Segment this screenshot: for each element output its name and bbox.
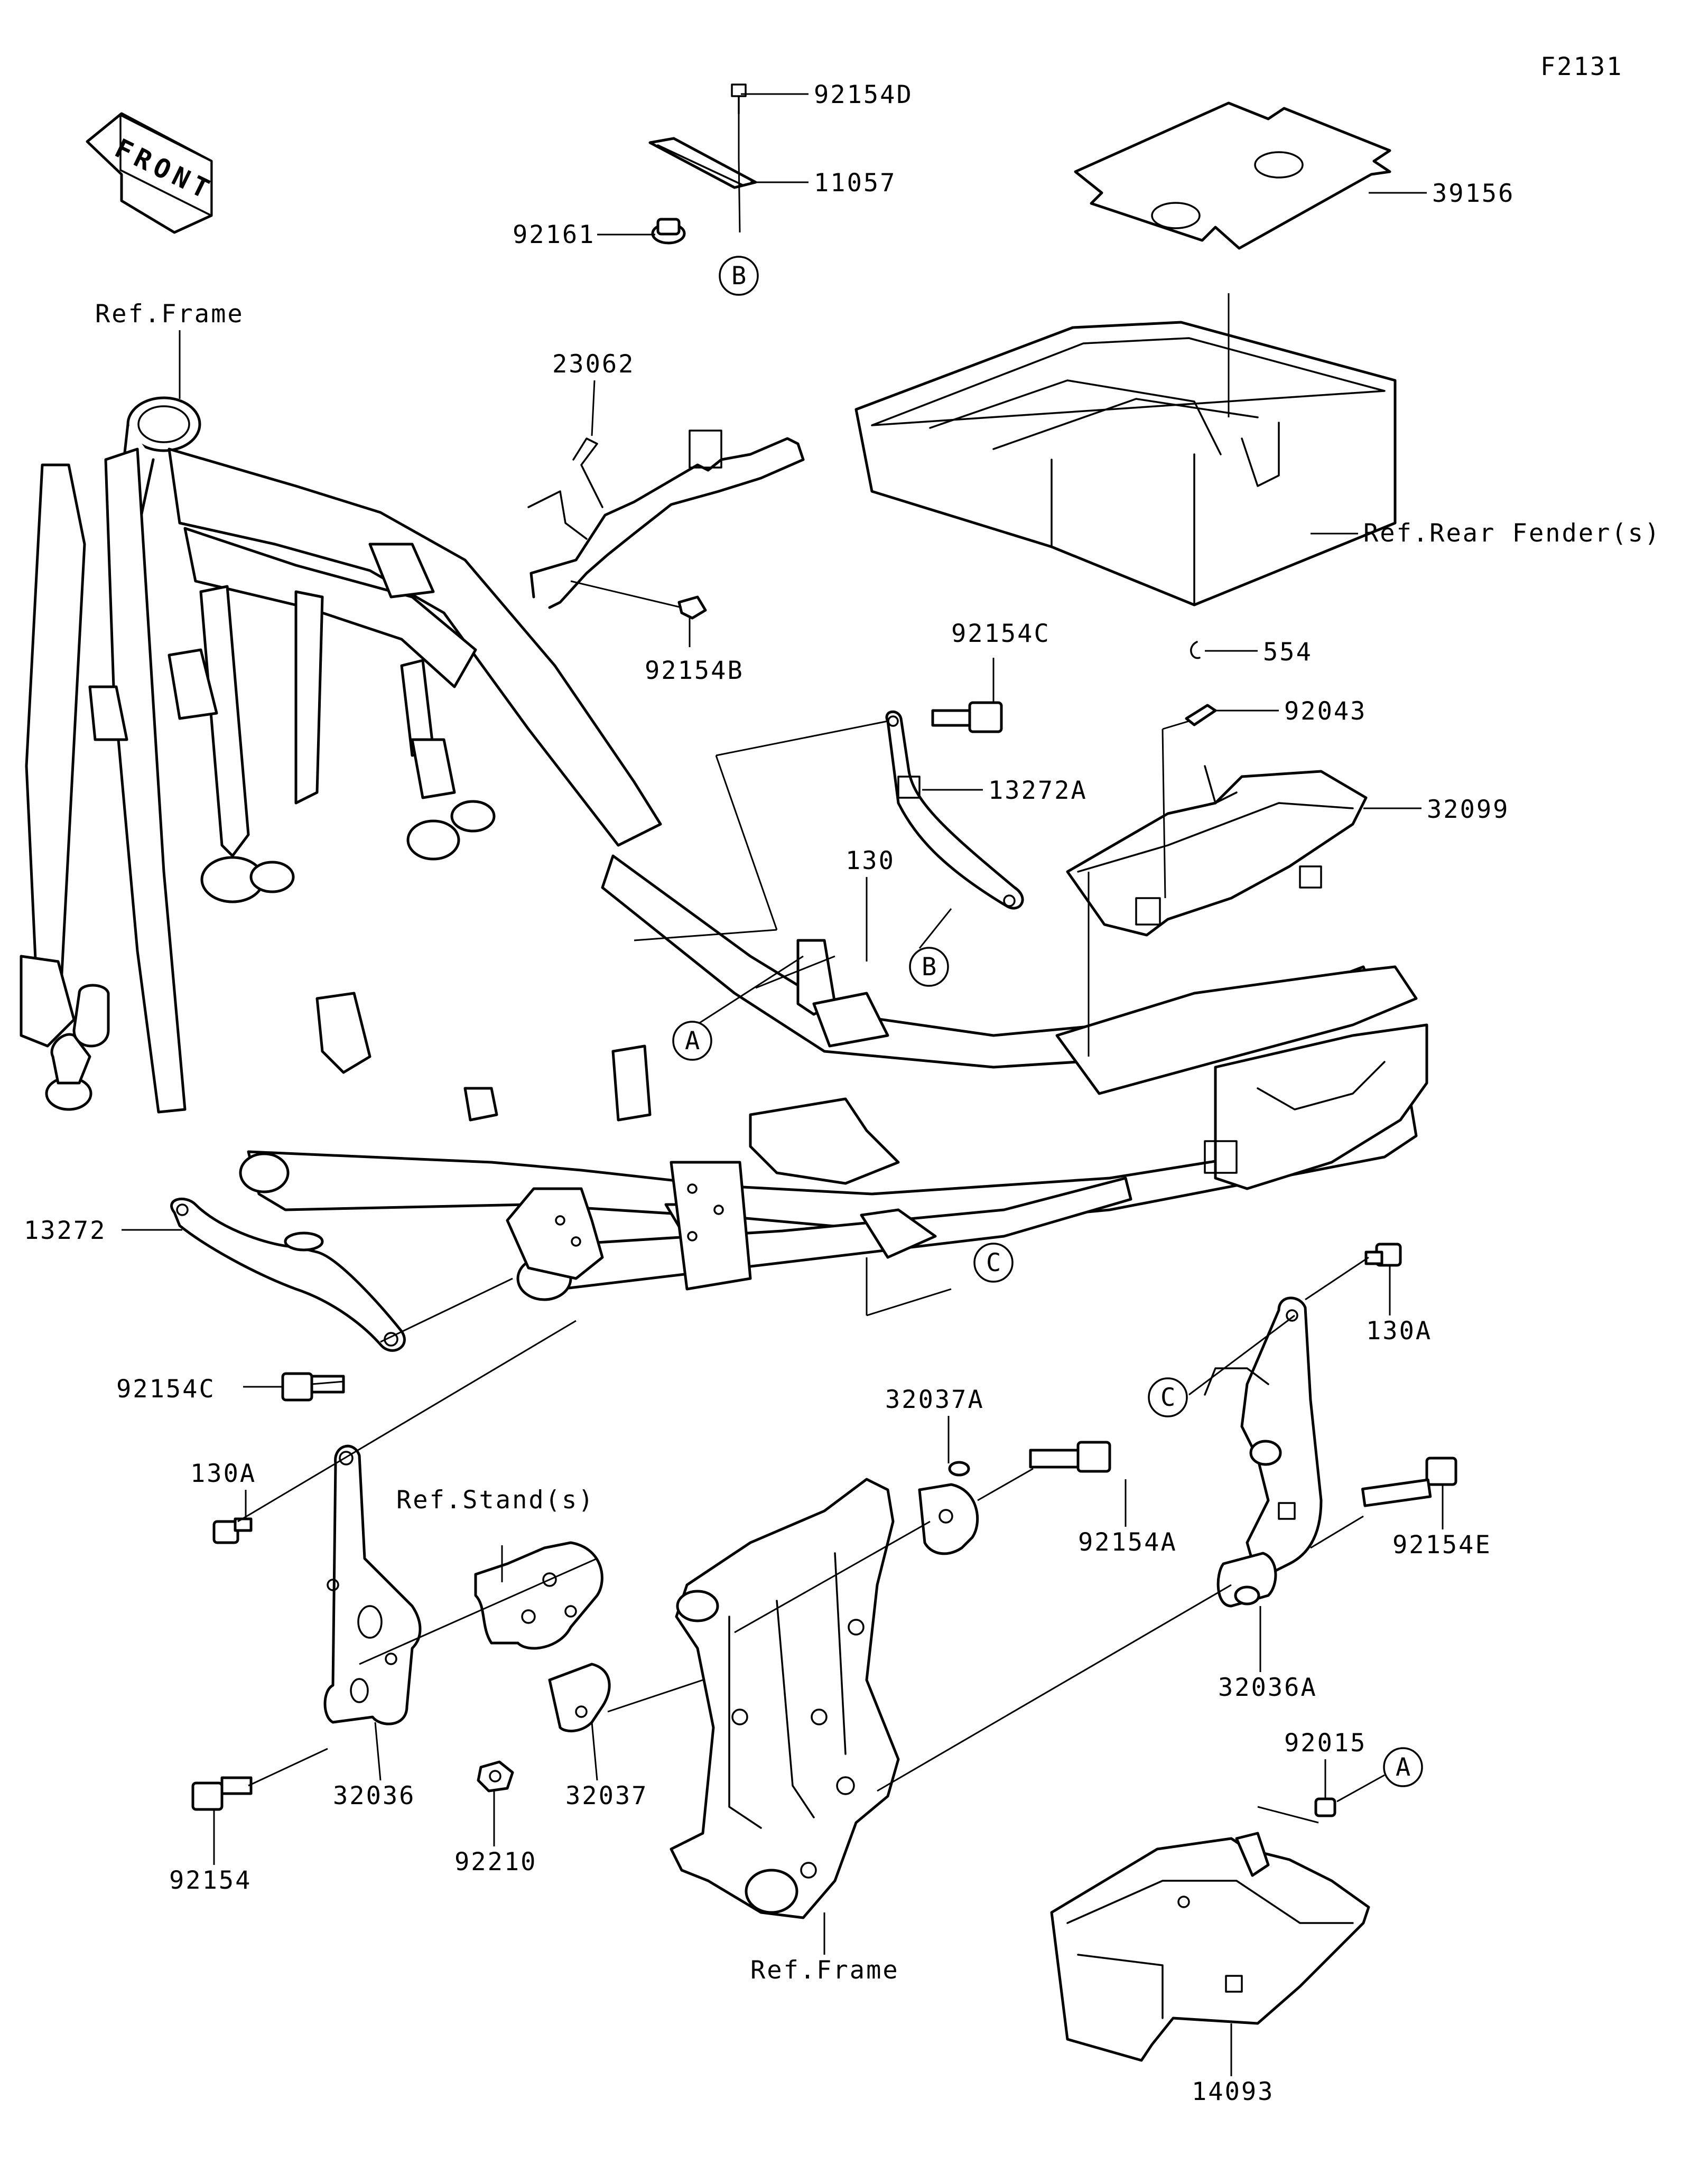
callout-B-top-label: B [731, 262, 748, 291]
label-554: 554 [1263, 638, 1313, 667]
label-92043: 92043 [1284, 697, 1367, 726]
pin-92043 [1185, 704, 1217, 726]
collar-32036A [1216, 1552, 1277, 1608]
label-11057: 11057 [814, 169, 896, 198]
leader-lines [122, 93, 1444, 2076]
label-92154E: 92154E [1392, 1530, 1492, 1560]
ref-frame-top: Ref.Frame [95, 300, 244, 329]
collar-92015 [1314, 1797, 1336, 1817]
label-92154B: 92154B [645, 656, 744, 685]
bolt-92154 [191, 1776, 253, 1811]
label-92015: 92015 [1284, 1729, 1367, 1758]
bolt-92154A [1029, 1441, 1111, 1473]
label-14093: 14093 [1192, 2077, 1274, 2106]
label-32036A: 32036A [1218, 1673, 1317, 1702]
stand-bracket [474, 1541, 603, 1650]
rear-fender-tray [854, 321, 1397, 606]
label-92154A: 92154A [1078, 1528, 1177, 1557]
frame-center-section [670, 1478, 900, 1919]
label-13272A: 13272A [988, 776, 1088, 805]
label-32037: 32037 [565, 1781, 648, 1810]
bracket-13272A [885, 710, 1024, 910]
label-39156: 39156 [1432, 179, 1515, 208]
callout-B-top: B [719, 256, 759, 296]
ref-rear-fenders: Ref.Rear Fender(s) [1363, 519, 1661, 548]
main-frame-assembly [20, 396, 1428, 1301]
callout-B-mid-label: B [922, 953, 938, 982]
bolt-130A-right [1364, 1243, 1402, 1267]
label-32036: 32036 [333, 1781, 415, 1810]
bolt-92154D [731, 83, 747, 115]
part-labels: 92154D 11057 92161 39156 23062 92154B 92… [24, 80, 1515, 2106]
front-direction-arrow: FRONT [86, 112, 219, 234]
bracket-32036 [323, 1444, 422, 1725]
label-92154: 92154 [169, 1866, 252, 1895]
label-13272: 13272 [24, 1216, 106, 1245]
ref-frame-bottom: Ref.Frame [750, 1956, 899, 1985]
label-130A-left: 130A [190, 1459, 256, 1488]
bolt-92154B [677, 595, 707, 620]
figure-code: F2131 [1540, 52, 1623, 81]
label-130A-right: 130A [1366, 1317, 1432, 1346]
reference-labels: Ref.Frame Ref.Rear Fender(s) Ref.Stand(s… [95, 300, 1661, 1985]
clip-554 [1190, 641, 1201, 659]
label-92154C-left: 92154C [116, 1375, 216, 1404]
nut-92210 [477, 1760, 514, 1793]
mat-39156 [1074, 101, 1391, 250]
bracket-32037 [548, 1663, 611, 1733]
label-92161: 92161 [513, 220, 595, 249]
link-13272 [170, 1197, 406, 1352]
bolt-92154C-left [281, 1372, 345, 1402]
callout-B-mid: B [909, 947, 949, 987]
grommet-92161 [651, 218, 686, 245]
callout-C-mid: C [973, 1243, 1014, 1283]
bracket-32037A [918, 1461, 979, 1555]
callout-A-bottom: A [1383, 1747, 1423, 1787]
tray-14093 [1050, 1832, 1370, 2062]
callout-A-mid: A [672, 1021, 712, 1061]
callout-C-right-label: C [1160, 1383, 1177, 1412]
label-92210: 92210 [454, 1847, 537, 1877]
label-23062: 23062 [552, 350, 635, 379]
callout-A-bottom-label: A [1396, 1753, 1412, 1782]
label-92154D: 92154D [814, 80, 913, 109]
bolt-130A-left [212, 1517, 253, 1544]
callout-C-mid-label: C [986, 1248, 1002, 1277]
label-32037A: 32037A [885, 1385, 984, 1414]
label-32099: 32099 [1427, 795, 1509, 824]
callout-C-right: C [1148, 1377, 1188, 1417]
bolt-92154C-top [931, 701, 1003, 733]
callout-A-mid-label: A [685, 1026, 701, 1056]
bracket-23062 [527, 430, 805, 609]
label-92154C-top: 92154C [951, 619, 1051, 648]
bolt-92154E [1361, 1457, 1457, 1507]
ref-stands: Ref.Stand(s) [396, 1486, 595, 1515]
bracket-32099 [1066, 765, 1368, 937]
label-130: 130 [846, 846, 895, 875]
